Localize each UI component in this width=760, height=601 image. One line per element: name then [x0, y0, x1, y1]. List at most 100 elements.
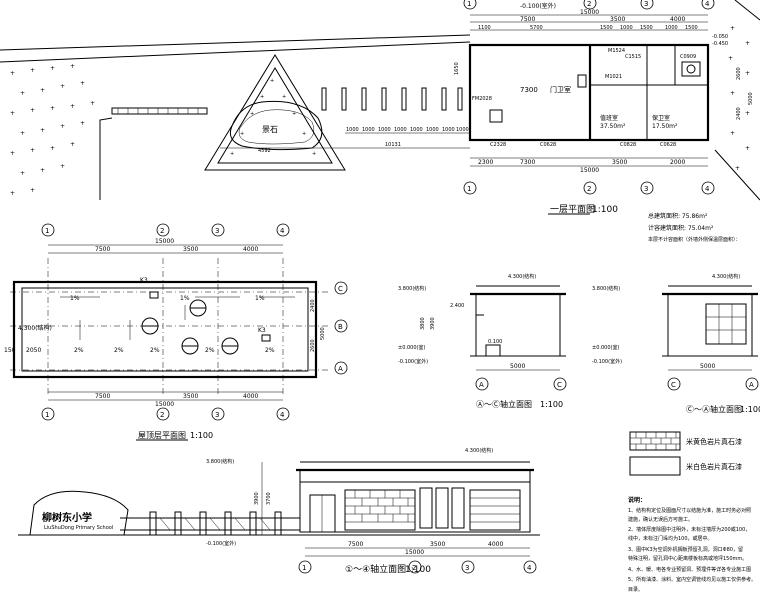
elev-ca-dim-5000: 5000 [700, 363, 715, 370]
elev-right-2: -0.450 [712, 41, 728, 47]
svg-text:+: + [10, 70, 15, 77]
fence-dim-7: 1000 [442, 127, 455, 133]
svg-text:+: + [80, 80, 85, 87]
roof-axis-1 [41, 223, 55, 237]
elev-main-elev-43: 4.300(结构) [465, 447, 493, 454]
roof-dim-15000: 15000 [155, 238, 174, 245]
roof-axis-A [334, 361, 348, 375]
axis-label-bot-4: 4 [705, 185, 710, 193]
elev-main-door [309, 494, 336, 533]
roof-slope-8: 2% [265, 347, 275, 354]
svg-text:+: + [10, 110, 15, 117]
road-edge-lower [0, 41, 471, 63]
roof-slope-5: 2% [114, 347, 124, 354]
elev-ac-elev-01: 0.100 [488, 339, 502, 345]
elev-main-axis-label-1: 1 [302, 564, 306, 572]
window-C1515: C1515 [625, 54, 641, 60]
svg-text:+: + [240, 131, 244, 137]
elev-ac-axis-C [553, 377, 567, 391]
door-FM2028: FM2028 [472, 96, 492, 102]
elev-main-dim-3900: 3900 [254, 492, 260, 505]
roof-plan-title: 屋顶层平面图 [138, 431, 186, 440]
legend-label-brick: 米黄色岩片真石漆 [686, 437, 742, 446]
roof-axis-label-B: B [338, 323, 343, 331]
cabinet-fixture [577, 74, 587, 88]
dim-sub-1500c: 1500 [685, 25, 698, 31]
svg-text:+: + [728, 55, 733, 62]
roof-axis-C [334, 281, 348, 295]
outdoor-elevation-label: -0.100(室外) [520, 2, 556, 10]
note-line-9: 目录。 [628, 586, 643, 593]
roof-right-dim-5000: 5000 [320, 327, 326, 340]
fence-dim-5: 1000 [410, 127, 423, 133]
elev-ac-elev-24: 2.400 [450, 303, 464, 309]
fence-dim-6: 1000 [426, 127, 439, 133]
dim-sub-1000a: 1000 [620, 25, 633, 31]
legend-label-plain: 米白色岩片真石漆 [686, 462, 742, 471]
note-line-3: 2、墙体厚度除图中注明外，未标注墙厚为200或100， [628, 526, 750, 533]
legend-swatch-plain [629, 456, 681, 476]
elev-main-axis-2 [408, 560, 422, 574]
elev-main-window-3 [451, 487, 465, 529]
elev-ac-axis-label-C: C [557, 381, 562, 389]
elev-ca-title: Ⓒ～Ⓐ轴立面图 [686, 404, 742, 414]
roof-axis-B [334, 319, 348, 333]
roof-slope-3: 1% [255, 295, 265, 302]
roof-axis-bot-label-3: 3 [215, 411, 219, 419]
svg-text:+: + [312, 151, 316, 157]
elev-ac-elev-top: 4.300(结构) [508, 273, 536, 280]
roof-slope-2: 1% [180, 295, 190, 302]
svg-text:+: + [40, 127, 45, 134]
svg-text:+: + [50, 65, 55, 72]
svg-text:+: + [60, 123, 65, 130]
area-note-fa: 计容建筑面积: 75.04m² [648, 224, 714, 232]
elev-main-window-2 [435, 487, 449, 529]
elevation-1-4: 3.800(结构) 4.300(结构) -0.100(室外) [18, 447, 540, 575]
fence-dim-1: 1000 [346, 127, 359, 133]
note-line-7: 4、水、暖、电各专业预留洞、预埋件等详各专业施工图 [628, 566, 751, 573]
svg-text:+: + [730, 25, 735, 32]
roof-plan-scale: 1:100 [190, 431, 213, 440]
roof-plan: 1 2 3 4 15000 7500 3500 4000 1% 1% 1% 2%… [4, 223, 348, 441]
area-note-excluded: 本层不计容面积（外墙外侧保温层面积）： [648, 236, 741, 243]
axis-label-3: 3 [644, 0, 648, 8]
axis-bubble-bot-3 [640, 181, 654, 195]
triangle-planter-inner [217, 67, 333, 164]
roof-axis-4 [276, 223, 290, 237]
triangle-planter-outer [204, 54, 346, 171]
elev-main-dim-4000: 4000 [488, 541, 503, 548]
elev-ac-elev-38: 3.800(结构) [398, 285, 426, 292]
elev-main-axis-label-2: 2 [412, 564, 416, 572]
ground-floor-plan: 1 2 3 4 -0.100(室外) 7500 3500 4000 15000 … [0, 0, 760, 243]
elev-ca-elev-top: 4.300(结构) [712, 273, 740, 280]
elev-ac-elev-0: ±0.000(室) [398, 344, 425, 351]
room-area-duty: 37.50m² [600, 123, 626, 130]
elev-main-scale: 1:100 [405, 565, 431, 575]
roof-dim-7500: 7500 [95, 246, 110, 253]
elev-ac-elev-out: -0.100(室外) [398, 358, 428, 365]
elev-main-axis-label-4: 4 [527, 564, 532, 572]
elev-ac-axis-label-A: A [479, 381, 484, 389]
svg-text:+: + [735, 165, 740, 172]
roof-right-dim-2400: 2400 [310, 299, 316, 312]
dim-3500: 3500 [610, 16, 625, 23]
svg-text:+: + [10, 150, 15, 157]
fence-posts [321, 87, 463, 111]
svg-text:+: + [282, 94, 286, 100]
svg-text:+: + [50, 145, 55, 152]
axis-bubble-3 [640, 0, 654, 10]
axis-bubble-4 [701, 0, 715, 10]
ground-plan-scale: 1:100 [592, 205, 618, 215]
elevation-c-a: 4.300(结构) 3.800(结构) ±0.000(室) -0.100(室外)… [592, 273, 760, 414]
roof-left-dim-150: 150 [4, 347, 16, 354]
road-edge-right [734, 0, 760, 21]
axis-bubble-bot-4 [701, 181, 715, 195]
elev-main-axis-1 [298, 560, 312, 574]
elev-ac-scale: 1:100 [540, 400, 563, 409]
axis-bubble-1 [463, 0, 477, 10]
note-line-8: 5、所有油漆、涂料、室内空调管线均见以施工仅供参考。 [628, 576, 756, 583]
room-name-guard: 门卫室 [550, 85, 571, 94]
elev-main-dim-15000: 15000 [405, 549, 424, 556]
roof-axis-label-1: 1 [45, 227, 49, 235]
